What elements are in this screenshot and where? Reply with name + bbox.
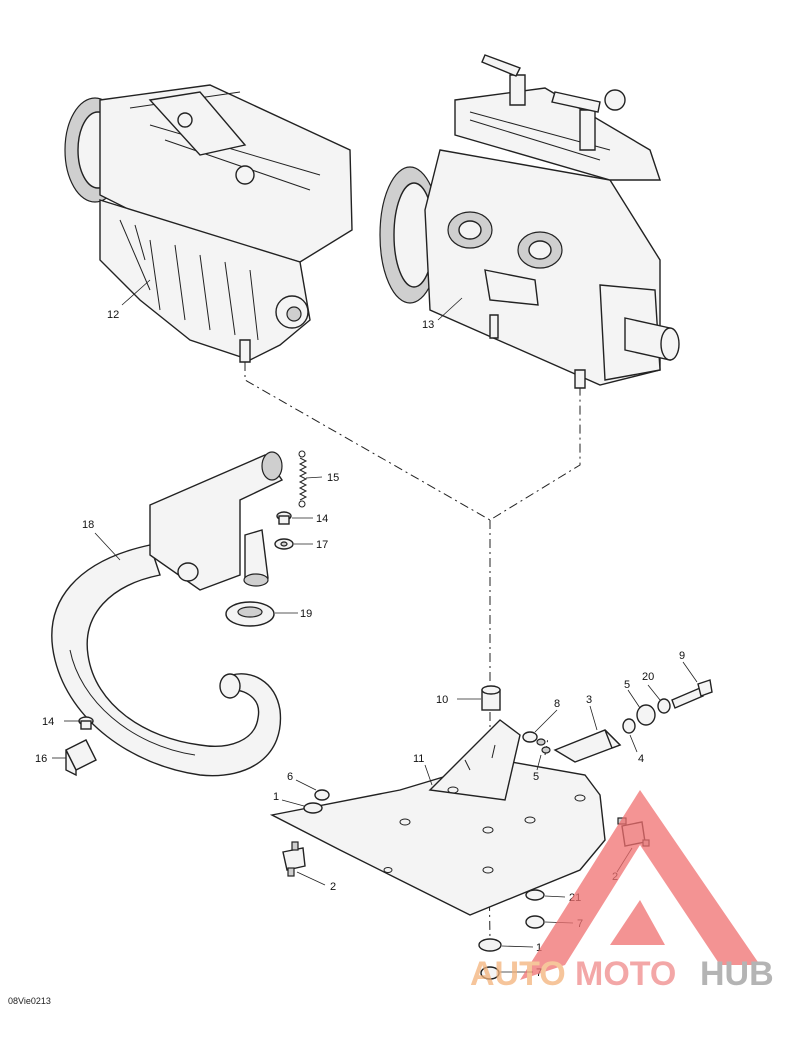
fastener-stack-bottom <box>478 889 545 980</box>
bracket-16 <box>65 739 97 777</box>
bracket-3 <box>553 729 622 763</box>
engine-mount-plate-11 <box>269 719 606 916</box>
callout-1-bottom: 1 <box>536 942 542 954</box>
watermark-hub: HUB <box>700 955 774 993</box>
engine-assembly-12 <box>64 84 353 363</box>
callout-18: 18 <box>82 519 94 531</box>
callout-1-left: 1 <box>273 791 279 803</box>
callout-11: 11 <box>413 753 424 765</box>
callout-20: 20 <box>642 671 654 683</box>
callout-19: 19 <box>300 608 312 620</box>
callout-2-left: 2 <box>330 881 336 893</box>
rubber-mount-2-left <box>282 841 306 877</box>
callout-16: 16 <box>35 753 47 765</box>
nut-6-washer-1-left <box>303 789 330 814</box>
callout-15: 15 <box>327 472 339 484</box>
callout-9: 9 <box>679 650 685 662</box>
callout-4: 4 <box>638 753 644 765</box>
bushing-4-5-20-bolt-9 <box>622 679 713 734</box>
callout-13: 13 <box>422 319 434 331</box>
engine-assembly-13 <box>379 54 680 389</box>
spacer-10 <box>481 685 501 711</box>
watermark-logo: AUTO MOTO HUB <box>470 790 774 993</box>
callout-3: 3 <box>586 694 592 706</box>
watermark-triangle-icon <box>520 790 760 980</box>
callout-5-lower: 5 <box>533 771 539 783</box>
callout-6: 6 <box>287 771 293 783</box>
callout-8: 8 <box>554 698 560 710</box>
screw-14-lower <box>78 716 94 730</box>
callout-14-upper: 14 <box>316 513 328 525</box>
washer-17 <box>274 538 294 550</box>
screw-14-upper <box>276 511 292 525</box>
watermark-moto: MOTO <box>575 955 676 993</box>
tuned-exhaust-pipe-18 <box>51 451 284 777</box>
grommet-19 <box>225 601 275 627</box>
callout-5-upper: 5 <box>624 679 630 691</box>
spring-15 <box>298 450 308 508</box>
callout-12: 12 <box>107 309 119 321</box>
callout-10: 10 <box>436 694 448 706</box>
diagram-code: 08Vie0213 <box>8 996 51 1006</box>
watermark-inner-triangle-icon <box>610 900 665 945</box>
nut-8-and-washers <box>522 731 551 754</box>
watermark-auto: AUTO <box>470 955 566 993</box>
callout-17: 17 <box>316 539 328 551</box>
callout-14-lower: 14 <box>42 716 54 728</box>
